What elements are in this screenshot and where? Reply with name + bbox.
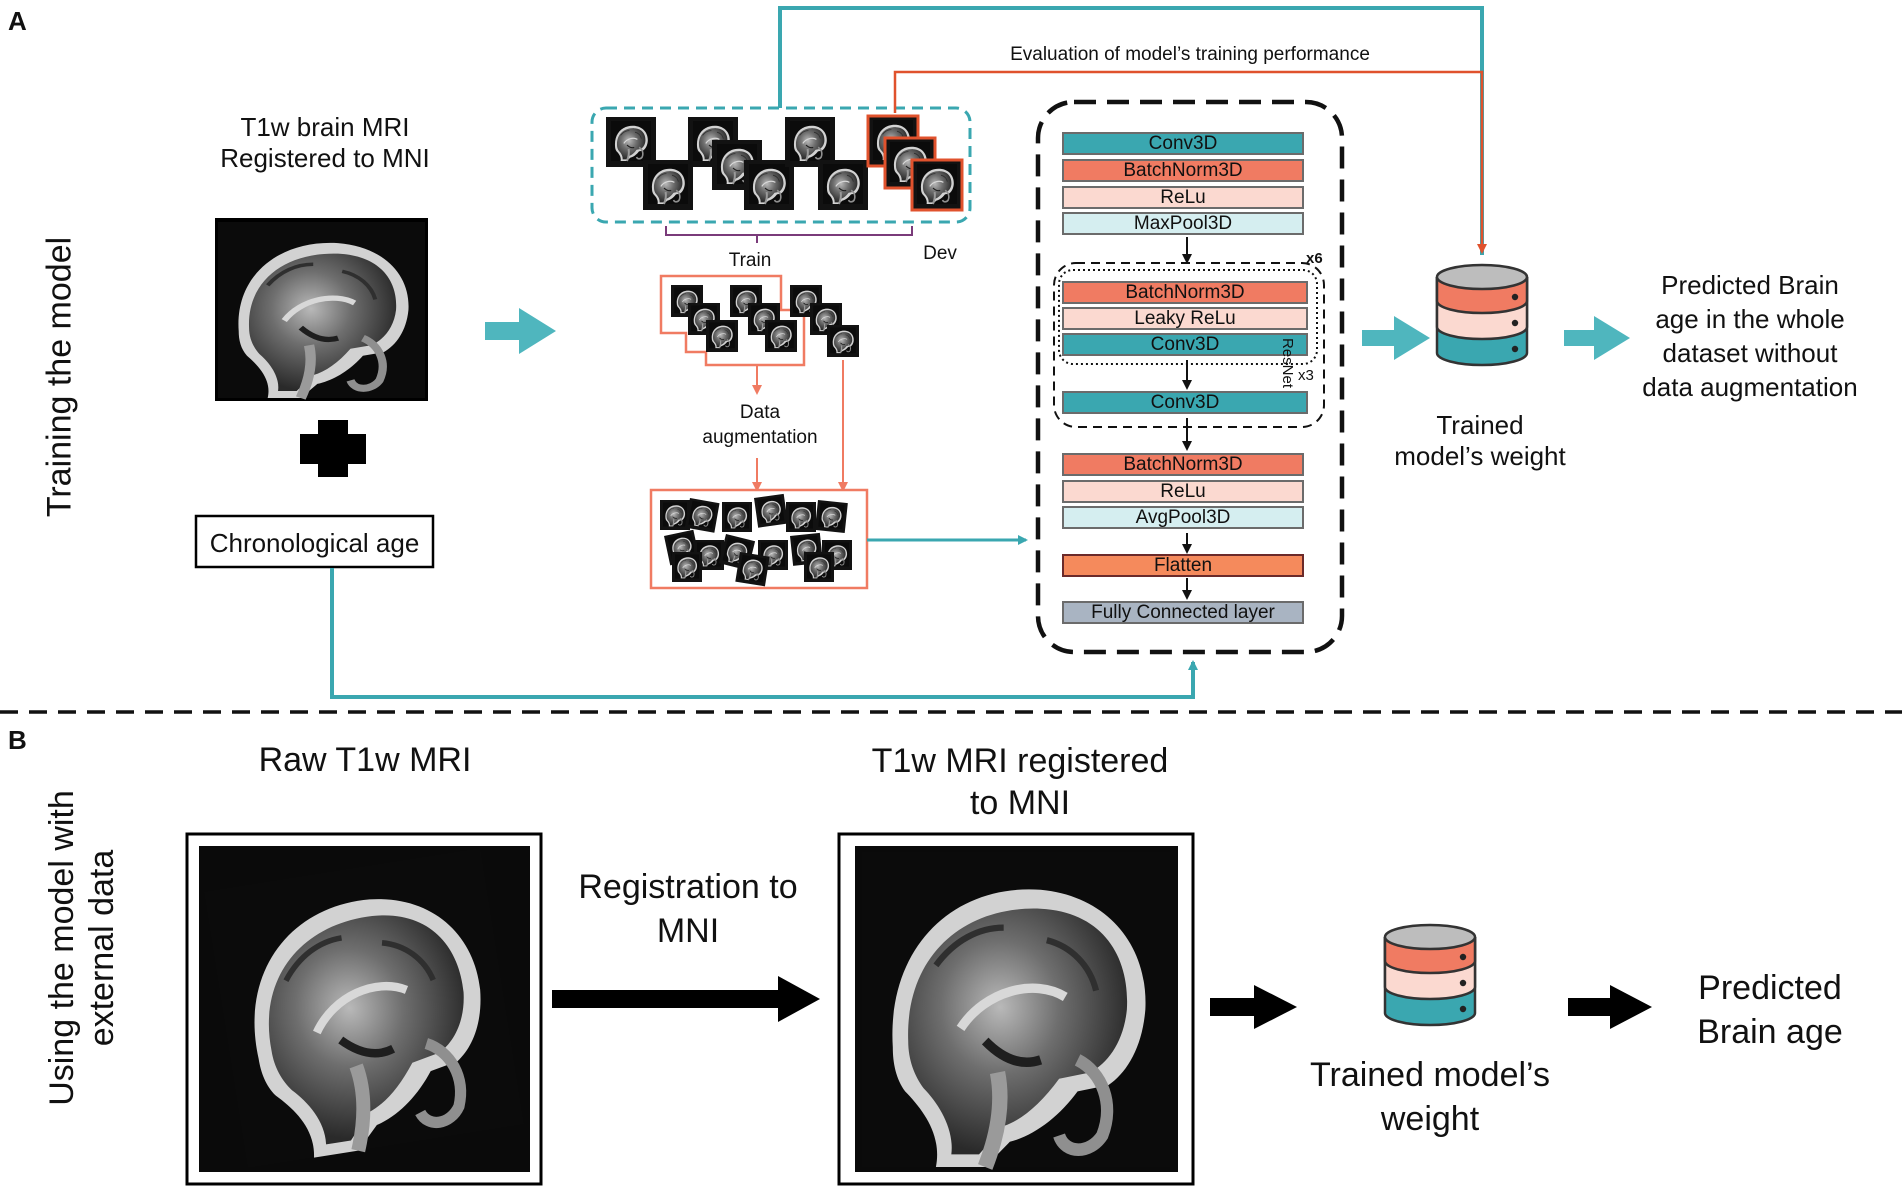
output-a-line3: dataset without (1662, 338, 1838, 368)
model-to-weights-arrow (1362, 316, 1430, 360)
panel-b-side-title-line1: Using the model with (43, 790, 81, 1106)
layer-relu-2: ReLu (1062, 480, 1304, 503)
registered-mri-image (862, 852, 1170, 1167)
augmentation-line1: Data (739, 402, 781, 423)
layer-batchnorm3d-1: BatchNorm3D (1062, 159, 1304, 182)
registration-line1: Registration to (578, 868, 798, 906)
weights-b-line2: weight (1380, 1100, 1480, 1138)
weights-label-a: Trained model’s weight (1380, 410, 1580, 472)
dev-thumbnails (866, 114, 964, 212)
prediction-label-b: Predicted Brain age (1660, 966, 1880, 1054)
layer-batchnorm3d-2: BatchNorm3D (1062, 281, 1308, 304)
layer-relu-1: ReLu (1062, 186, 1304, 209)
layer-conv3d-1: Conv3D (1062, 132, 1304, 155)
layer-conv3d-2: Conv3D (1062, 333, 1308, 356)
input-title-line2: Registered to MNI (220, 143, 430, 174)
raw-mri-image (204, 848, 524, 1168)
train-label: Train (728, 250, 772, 271)
layer-leaky-relu: Leaky ReLu (1062, 307, 1308, 330)
layer-avgpool3d: AvgPool3D (1062, 506, 1304, 529)
layer-fully-connected: Fully Connected layer (1062, 601, 1304, 624)
repeat-x6-label: x6 (1306, 250, 1323, 267)
raw-mri-title: Raw T1w MRI (258, 741, 472, 779)
panel-b-side-title-line2: external data (83, 849, 121, 1047)
dev-label: Dev (923, 243, 957, 264)
registration-arrow (552, 976, 820, 1022)
chronological-age-box (194, 514, 435, 569)
registered-title-line1: T1w MRI registered (871, 742, 1169, 780)
input-title-line1: T1w brain MRI (240, 112, 410, 142)
registration-line2: MNI (656, 912, 720, 950)
input-title: T1w brain MRI Registered to MNI (200, 112, 450, 174)
panel-a-side-title: Training the model (40, 236, 79, 518)
train-subset-thumbnails (671, 285, 859, 357)
output-a-line1: Predicted Brain (1661, 270, 1839, 300)
evaluation-connector (893, 70, 1487, 254)
registered-mri-title: T1w MRI registered to MNI (820, 740, 1220, 824)
evaluation-label: Evaluation of model’s training performan… (1010, 44, 1370, 65)
resnet-label: ResNet (1279, 338, 1296, 389)
layer-conv3d-3: Conv3D (1062, 391, 1308, 414)
panel-b-side-title: Using the model with external data (42, 790, 122, 1106)
chrono-age-connector (330, 568, 1198, 699)
database-icon-a (1435, 263, 1529, 367)
input-mri-image (218, 222, 425, 398)
output-label-a: Predicted Brain age in the whole dataset… (1625, 268, 1875, 404)
train-thumbnails (606, 117, 868, 210)
model-container (1035, 99, 1345, 655)
layer-flatten: Flatten (1062, 554, 1304, 577)
repeat-x3-label: x3 (1298, 367, 1314, 384)
resnet-block-inner (1058, 269, 1318, 365)
weights-to-prediction-arrow (1568, 985, 1652, 1029)
weights-label-b: Trained model’s weight (1280, 1053, 1580, 1141)
layer-batchnorm3d-3: BatchNorm3D (1062, 453, 1304, 476)
plus-icon (300, 420, 366, 477)
augmentation-line2: augmentation (702, 427, 818, 448)
registration-label: Registration to MNI (548, 865, 828, 953)
weights-a-line1: Trained (1436, 410, 1524, 440)
train-subset-outline (659, 274, 806, 367)
panel-a-label: A (8, 6, 27, 36)
prediction-b-line2: Brain age (1697, 1013, 1843, 1051)
input-to-dataset-arrow (485, 308, 556, 354)
panel-b-label: B (8, 725, 27, 755)
dataset-container (590, 106, 972, 224)
train-bracket (665, 226, 913, 243)
registered-title-line2: to MNI (969, 784, 1071, 822)
output-a-line2: age in the whole (1655, 304, 1845, 334)
weights-a-line2: model’s weight (1394, 441, 1566, 472)
registered-to-weights-arrow (1210, 985, 1297, 1029)
layer-maxpool3d: MaxPool3D (1062, 212, 1304, 235)
weights-to-output-arrow (1564, 316, 1630, 360)
chronological-age-label: Chronological age (209, 528, 420, 558)
prediction-b-line1: Predicted (1698, 969, 1842, 1007)
database-icon-b (1383, 923, 1477, 1027)
augmentation-label: Data augmentation (660, 400, 860, 450)
output-a-line4: data augmentation (1642, 372, 1858, 402)
weights-b-line1: Trained model’s (1309, 1056, 1550, 1094)
